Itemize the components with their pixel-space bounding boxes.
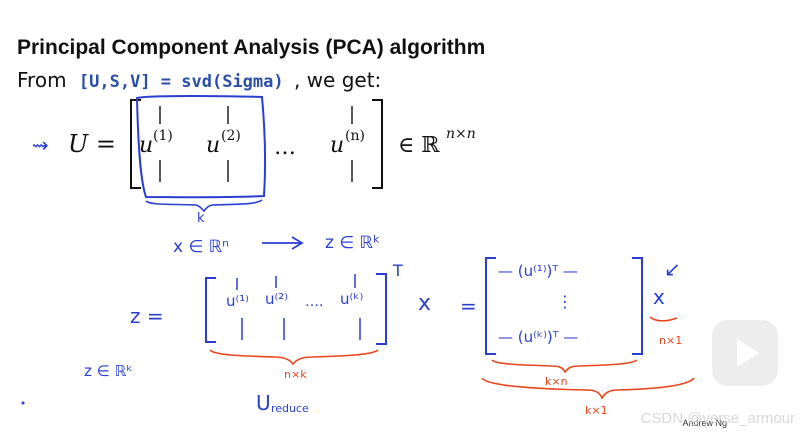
col1-u: u [139, 133, 153, 158]
svd-statement: From [U,S,V] = svd(Sigma) , we get: [17, 68, 381, 92]
author-credit: Andrew Ng [682, 418, 727, 428]
col-dots: … [274, 135, 296, 160]
row-bottom: — (u⁽ᵏ⁾)ᵀ — [498, 328, 578, 346]
u-reduce: U [256, 391, 271, 415]
check-arrow: ↙ [664, 257, 681, 281]
kxn-label: k×n [545, 375, 568, 388]
x-in-rn: x ∈ ℝⁿ [173, 237, 229, 257]
row-top: — (u⁽¹⁾)ᵀ — [498, 262, 578, 280]
row-matrix-right-bracket [632, 257, 643, 355]
csdn-watermark: CSDN @verse_armour [640, 410, 795, 427]
arrow-mark: ⇝ [32, 133, 49, 157]
coln-sup: (n) [345, 128, 365, 144]
dim-sup: n×n [446, 126, 476, 142]
ureduce-left-bracket [205, 277, 216, 343]
from-suffix: , we get: [293, 68, 382, 92]
times-x: x [418, 291, 431, 316]
z-equals: z = [130, 304, 164, 328]
first-k-columns-box [135, 95, 267, 199]
col1-sup: (1) [153, 128, 173, 144]
kx1-brace [481, 377, 695, 400]
slide-title: Principal Component Analysis (PCA) algor… [17, 36, 486, 59]
u2-col: u⁽²⁾ [265, 290, 288, 308]
left-bracket [130, 99, 141, 189]
right-bracket [372, 99, 383, 189]
transpose-mark: T [392, 261, 403, 280]
from-prefix: From [17, 68, 67, 92]
u-equals: U = [68, 130, 116, 158]
nx1-brace [649, 316, 678, 322]
row-matrix-left-bracket [485, 257, 496, 355]
nx1-label: n×1 [659, 334, 682, 347]
ureduce-right-bracket [376, 273, 387, 345]
real-space: ∈ ℝ [398, 133, 440, 158]
nxk-brace [209, 349, 379, 366]
nxk-label: n×k [284, 368, 307, 381]
stray-dot [21, 401, 25, 405]
uk-col: u⁽ᵏ⁾ [340, 290, 363, 308]
svd-code: [U,S,V] = svd(Sigma) [78, 72, 284, 92]
u1-col: u⁽¹⁾ [226, 292, 249, 310]
kx1-label: k×1 [585, 404, 608, 417]
map-arrow [262, 236, 304, 250]
k-brace [145, 199, 263, 213]
equals-sign: = [460, 294, 477, 318]
z-in-rk: z ∈ ℝᵏ [325, 233, 380, 253]
x-vector: x [653, 285, 665, 309]
coln-u: u [330, 133, 344, 158]
u-reduce-sub: reduce [271, 402, 309, 415]
row-vdots: ⋮ [557, 292, 573, 311]
k-label: k [197, 211, 205, 226]
z-in-rk-left: z ∈ ℝᵏ [84, 362, 133, 380]
col2-sup: (2) [221, 128, 241, 144]
u-dots: …. [305, 294, 323, 310]
col2-u: u [206, 133, 220, 158]
video-play-icon[interactable] [712, 320, 778, 386]
kxn-brace [491, 359, 638, 374]
